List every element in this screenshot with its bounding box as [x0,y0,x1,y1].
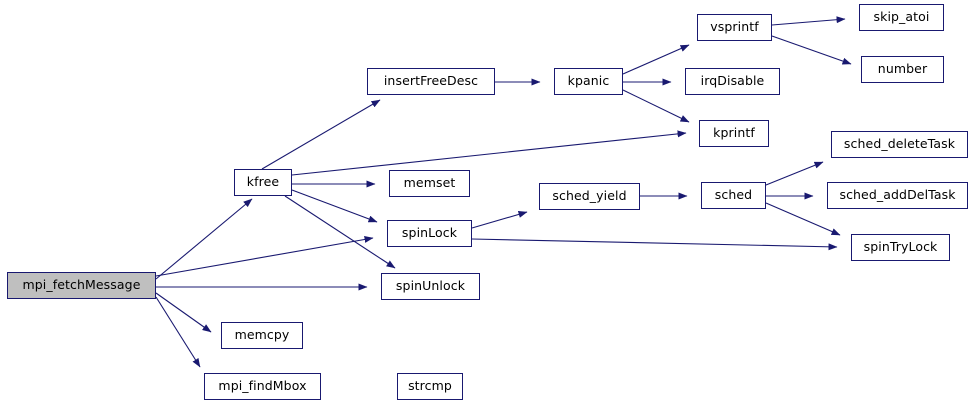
graph-node-label: kfree [246,174,280,190]
graph-node-label: sched_addDelTask [839,187,956,203]
graph-node-memcpy[interactable]: memcpy [221,322,303,349]
graph-node-label: sched_deleteTask [843,136,956,152]
graph-node-vsprintf[interactable]: vsprintf [697,14,772,41]
graph-node-label: mpi_findMbox [218,378,307,394]
graph-node-sched_addDelTask[interactable]: sched_addDelTask [827,182,968,209]
call-edge-kfree-to-spinLock [291,189,378,223]
call-edge-mpi_fetchMessage-to-spinLock [155,236,374,277]
graph-node-label: number [877,61,928,77]
graph-node-kpanic[interactable]: kpanic [554,68,623,95]
graph-node-label: kpanic [567,73,610,89]
graph-node-spinTryLock[interactable]: spinTryLock [851,234,950,261]
graph-node-irqDisable[interactable]: irqDisable [685,68,780,95]
graph-node-sched_yield[interactable]: sched_yield [539,183,640,210]
graph-node-label: spinUnlock [395,278,466,294]
graph-node-memset[interactable]: memset [389,170,470,197]
graph-node-spinUnlock[interactable]: spinUnlock [381,273,480,300]
graph-node-sched[interactable]: sched [701,182,766,209]
call-edge-mpi_fetchMessage-to-kfree [155,198,253,280]
graph-node-sched_deleteTask[interactable]: sched_deleteTask [831,131,968,158]
graph-node-label: spinLock [401,225,458,241]
call-edge-mpi_fetchMessage-to-memcpy [155,292,212,333]
graph-node-label: spinTryLock [863,239,938,255]
graph-node-skip_atoi[interactable]: skip_atoi [859,4,944,31]
call-edge-kfree-to-kprintf [291,130,687,176]
call-edge-kfree-to-insertFreeDesc [261,99,381,170]
graph-node-kprintf[interactable]: kprintf [699,120,769,147]
graph-node-mpi_fetchMessage[interactable]: mpi_fetchMessage [7,272,156,299]
call-edge-kpanic-to-kprintf [622,89,690,123]
graph-node-label: vsprintf [710,19,759,35]
graph-node-label: strcmp [408,378,452,394]
graph-node-label: skip_atoi [873,9,930,25]
call-edge-mpi_fetchMessage-to-mpi_findMbox [155,296,201,368]
graph-node-label: memset [403,175,456,191]
call-edge-vsprintf-to-skip_atoi [771,16,846,26]
graph-node-insertFreeDesc[interactable]: insertFreeDesc [367,68,495,95]
graph-node-label: mpi_fetchMessage [22,277,141,293]
graph-node-number[interactable]: number [861,56,944,83]
graph-node-label: insertFreeDesc [383,73,479,89]
call-edge-kfree-to-spinUnlock [284,195,396,269]
graph-node-label: sched_yield [552,188,627,204]
graph-node-label: irqDisable [700,73,765,89]
call-edge-sched-to-sched_deleteTask [765,161,824,186]
call-edge-vsprintf-to-number [771,35,852,65]
graph-node-mpi_findMbox[interactable]: mpi_findMbox [204,373,321,400]
graph-node-label: sched [714,187,753,203]
call-edge-kpanic-to-vsprintf [622,44,690,75]
graph-node-label: kprintf [713,125,755,141]
graph-node-spinLock[interactable]: spinLock [387,220,472,247]
graph-node-strcmp[interactable]: strcmp [397,373,463,400]
graph-node-kfree[interactable]: kfree [234,169,292,196]
graph-node-label: memcpy [234,327,290,343]
call-edge-spinLock-to-sched_yield [471,211,528,229]
call-edge-spinLock-to-spinTryLock [471,238,838,251]
